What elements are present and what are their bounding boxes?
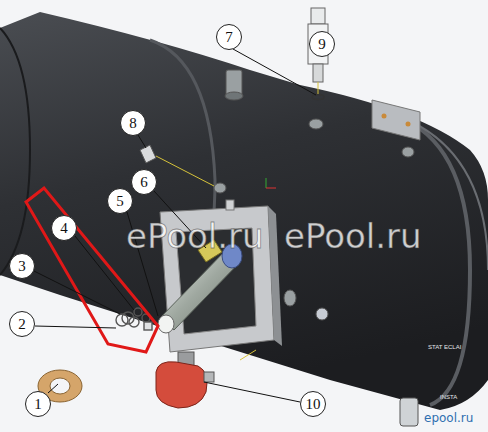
- callout-circle: 7: [216, 24, 242, 50]
- tank-body: [0, 12, 488, 410]
- callout-number: 4: [60, 221, 68, 236]
- callout-circle: 10: [300, 391, 326, 417]
- tank-right-cap-rim: [412, 122, 488, 270]
- callout-circle: 5: [107, 188, 133, 214]
- callout-number: 2: [18, 317, 26, 332]
- callout-circle: 9: [309, 31, 335, 57]
- view-label: INSTA: [440, 394, 457, 400]
- watermark: epool.ru: [424, 411, 473, 425]
- leader-lines: [34, 44, 316, 402]
- watermark: ePool.ru: [126, 216, 264, 256]
- callout-circle: 3: [9, 253, 35, 279]
- callout-number: 1: [34, 397, 42, 412]
- callout-number: 3: [18, 259, 26, 274]
- callout-number: 5: [116, 194, 124, 209]
- view-label: STAT ECLAI: [428, 344, 461, 350]
- watermark: ePool.ru: [284, 216, 422, 256]
- tank-left-end: [0, 28, 30, 275]
- o-ring: [312, 95, 324, 100]
- callout-number: 6: [140, 175, 148, 190]
- callout-circle: 8: [120, 110, 146, 136]
- callout-number: 8: [129, 116, 137, 131]
- callout-number: 7: [225, 30, 233, 45]
- highlight-outline: [26, 188, 158, 352]
- callout-circle: 6: [131, 169, 157, 195]
- callout-number: 10: [306, 397, 321, 412]
- callout-number: 9: [318, 37, 326, 52]
- callout-circle: 4: [51, 215, 77, 241]
- mounting-bracket: [372, 100, 420, 140]
- callout-circle: 2: [9, 311, 35, 337]
- thermostat-head: [156, 352, 214, 408]
- callout-circle: 1: [25, 391, 51, 417]
